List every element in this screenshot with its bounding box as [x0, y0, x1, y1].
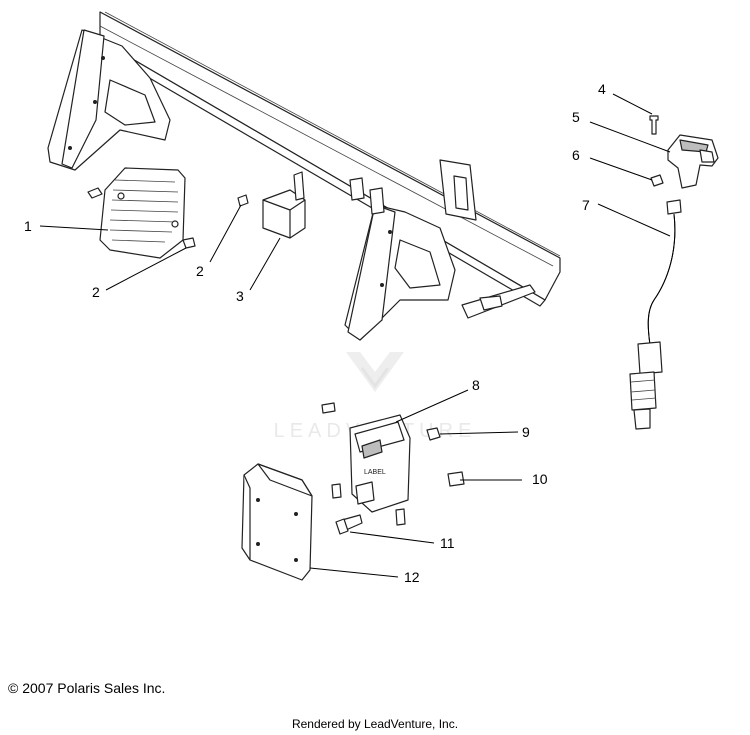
part-8-ecu[interactable]: LABEL: [321, 402, 411, 526]
callout-6: 6: [572, 147, 580, 163]
callout-2-right: 2: [196, 263, 204, 279]
part-6-nut[interactable]: [650, 174, 664, 187]
callout-3: 3: [236, 288, 244, 304]
frame-rail: [47, 11, 561, 341]
callout-4: 4: [598, 81, 606, 97]
callouts: 1 2 2 3 4 5 6 7 8 9 10 11 12: [24, 81, 606, 585]
part-2-screw-left[interactable]: [87, 187, 196, 249]
callout-5: 5: [572, 109, 580, 125]
callout-10: 10: [532, 471, 548, 487]
callout-7: 7: [582, 197, 590, 213]
callout-2-left: 2: [92, 284, 100, 300]
part-4-bolt[interactable]: [649, 115, 659, 135]
part-3-relay[interactable]: [262, 171, 306, 239]
leader-lines: [39, 93, 671, 578]
rendered-by-text: Rendered by LeadVenture, Inc.: [291, 717, 459, 731]
part-11-bolt[interactable]: [335, 514, 363, 535]
part-2-screw-relay[interactable]: [237, 194, 249, 207]
callout-12: 12: [404, 569, 420, 585]
ecu-label: LABEL: [364, 469, 386, 476]
callout-1: 1: [24, 218, 32, 234]
part-9-nut[interactable]: [426, 427, 441, 441]
callout-8: 8: [472, 377, 480, 393]
copyright-text: © 2007 Polaris Sales Inc.: [8, 680, 166, 696]
part-12-cover[interactable]: [241, 463, 313, 581]
watermark-logo: [346, 352, 404, 392]
part-5-sensor[interactable]: [667, 134, 719, 189]
part-7-sensor-lead[interactable]: [629, 199, 682, 430]
callout-11: 11: [440, 535, 455, 551]
callout-9: 9: [522, 424, 530, 440]
part-10-clip[interactable]: [447, 471, 465, 487]
part-1-regulator[interactable]: [99, 167, 186, 259]
